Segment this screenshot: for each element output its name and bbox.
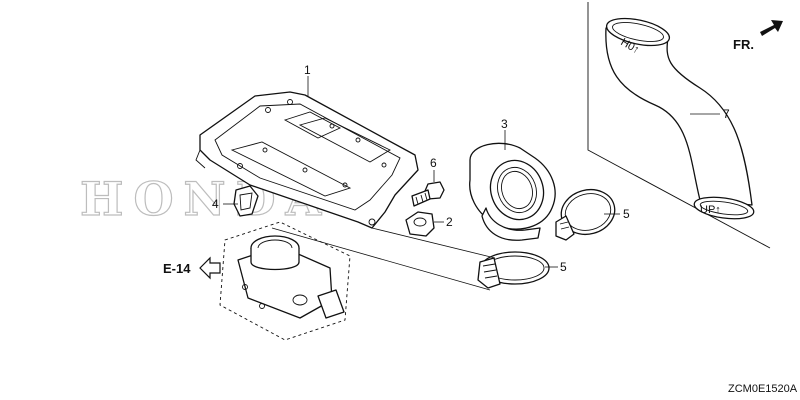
reference-label: E-14 xyxy=(163,261,191,276)
part-6-bolt xyxy=(411,181,445,207)
front-arrow-icon xyxy=(760,20,783,36)
callout-1: 1 xyxy=(304,63,311,77)
callout-2: 2 xyxy=(446,215,453,229)
callout-6: 6 xyxy=(430,156,437,170)
duct-marking-bottom: UP↑ xyxy=(700,204,721,216)
front-direction-indicator: FR. xyxy=(733,20,783,52)
front-direction-label: FR. xyxy=(733,37,754,52)
part-3-elbow-tube xyxy=(469,142,556,241)
callout-7: 7 xyxy=(723,107,730,121)
reference-dashed-frame xyxy=(219,221,351,341)
part-4-clip xyxy=(233,185,259,217)
part-7-intake-duct: H0↑ UP↑ xyxy=(605,17,755,220)
reference-arrow-icon xyxy=(199,256,221,280)
part-5-hose-clamp-right xyxy=(555,188,616,241)
callout-5-right: 5 xyxy=(623,207,630,221)
part-2-grommet xyxy=(405,211,435,237)
assembly-line-housing-clamp xyxy=(271,227,491,291)
assembly-line-plate-clamp xyxy=(371,227,496,259)
part-5-hose-clamp-lower xyxy=(477,251,550,289)
callout-4: 4 xyxy=(212,197,219,211)
callout-3: 3 xyxy=(501,117,508,131)
callout-5-lower: 5 xyxy=(560,260,567,274)
diagram-code: ZCM0E1520A xyxy=(728,383,798,395)
reference-housing-assembly xyxy=(219,221,351,341)
reference-e14: E-14 xyxy=(163,256,221,280)
part-1-cover-plate xyxy=(195,91,419,229)
